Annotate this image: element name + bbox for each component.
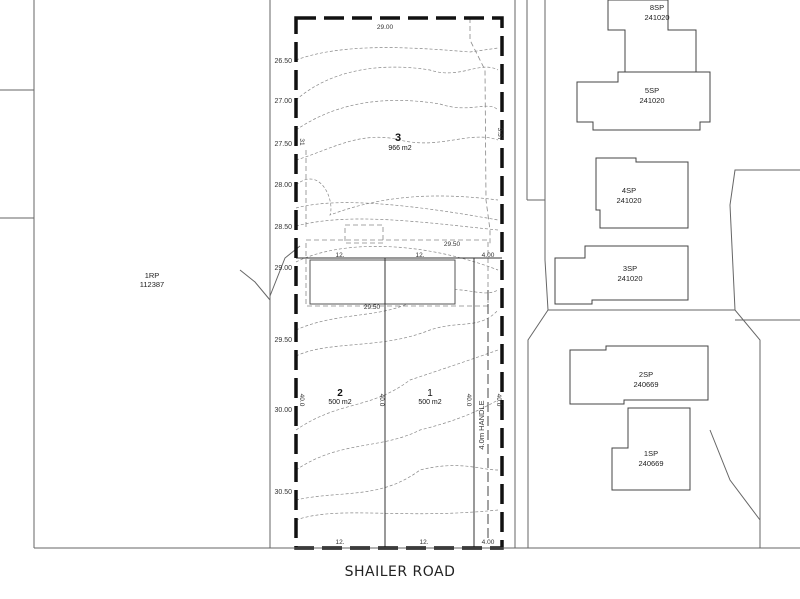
contour-label: 28.00 [274, 182, 292, 189]
dim-bottom-center: 12. [419, 539, 428, 546]
dim-top: 29.00 [377, 24, 394, 31]
neighbour-lot-label: 2SP [639, 370, 653, 379]
contour-lines [295, 47, 499, 521]
contour-label: 27.50 [274, 141, 292, 148]
neighbour-lot-label: 5SP [645, 86, 659, 95]
lot-boundaries [296, 257, 502, 548]
neighbour-plan-label: 112387 [140, 280, 164, 289]
lot-1-area: 500 m2 [418, 399, 441, 406]
dim-bottom-right: 4.00 [482, 539, 495, 546]
dim-lot2-depth: 40.0 [378, 394, 385, 407]
contour-label: 26.50 [274, 58, 292, 65]
lot-3-number: 3 [395, 132, 401, 144]
contour-label: 30.00 [274, 407, 292, 414]
dim-lot1-right: 40.0 [495, 394, 502, 407]
contour-label: 28.50 [274, 224, 292, 231]
neighbour-plan-label: 240669 [633, 380, 658, 389]
dim-mid-left: 12. [335, 252, 344, 259]
lot-3-area: 966 m2 [388, 145, 411, 152]
neighbour-lot-label: 1SP [644, 449, 658, 458]
neighbour-plan-label: 241020 [616, 196, 641, 205]
lot-1-number: 1 [427, 388, 433, 399]
neighbour-houses [554, 0, 711, 491]
dim-lot3-left: 31 [298, 138, 305, 146]
neighbour-plan-label: 241020 [639, 96, 664, 105]
road-name: SHAILER ROAD [344, 564, 456, 580]
dim-building-level: 29.50 [364, 304, 381, 311]
dim-lot1-depth: 40.0 [465, 394, 472, 407]
neighbour-lot-label: 1RP [145, 271, 160, 280]
dim-lot2-left: 40.0 [298, 394, 305, 407]
dim-mid-center: 12. [415, 252, 424, 259]
contour-label: 30.50 [274, 489, 292, 496]
dim-bottom-left: 12. [335, 539, 344, 546]
contour-label: 27.00 [274, 98, 292, 105]
neighbour-lot-label: 4SP [622, 186, 636, 195]
dimension-labels: 29.00 3.37 31 29.50 12. 12. 4.00 29.50 4… [298, 24, 503, 546]
neighbour-lot-label: 3SP [623, 264, 637, 273]
dim-mid-level: 29.50 [444, 241, 461, 248]
neighbour-plan-label: 241020 [617, 274, 642, 283]
lot-2-number: 2 [337, 388, 343, 399]
dim-lot3-right: 3.37 [496, 128, 503, 141]
contour-labels: 26.50 27.00 27.50 28.00 28.50 29.00 29.5… [274, 58, 292, 496]
cadastral-lines [0, 0, 800, 549]
neighbour-plan-label: 241020 [644, 13, 669, 22]
dim-mid-right: 4.00 [482, 252, 495, 259]
lot-2-area: 500 m2 [328, 399, 351, 406]
handle-label: 4.0m HANDLE [477, 400, 486, 449]
contour-label: 29.50 [274, 337, 292, 344]
neighbour-labels: 1RP 112387 8SP 241020 5SP 241020 4SP 241… [140, 3, 670, 468]
neighbour-lot-label: 8SP [650, 3, 664, 12]
contour-label: 29.00 [274, 265, 292, 272]
site-boundary [294, 16, 504, 550]
neighbour-plan-label: 240669 [638, 459, 663, 468]
setback-lines [305, 18, 491, 307]
